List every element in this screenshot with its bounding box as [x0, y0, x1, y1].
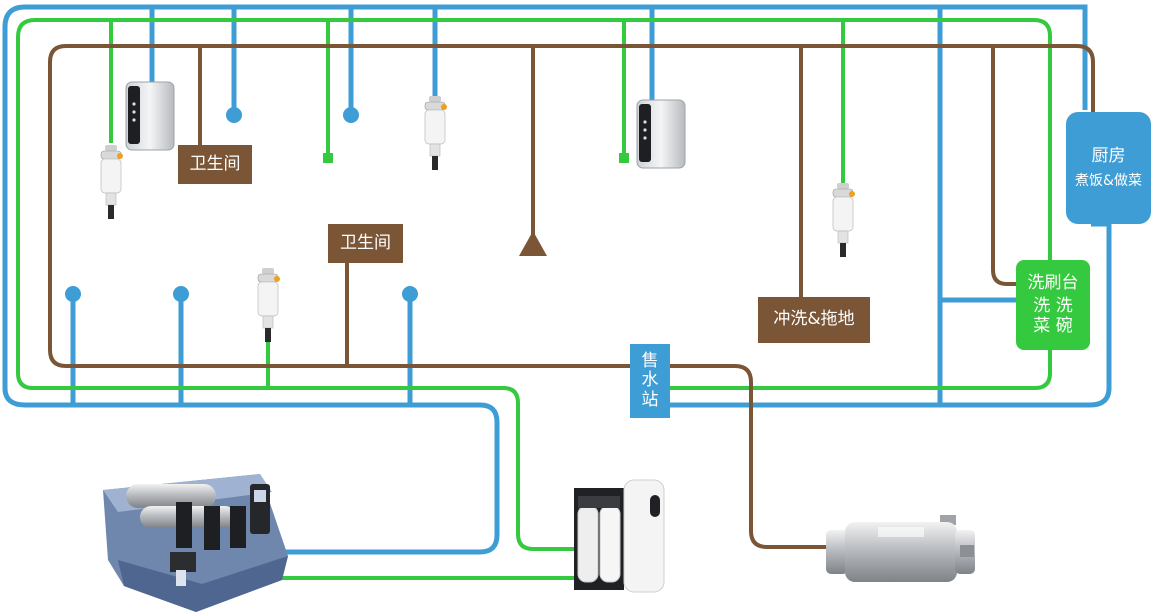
wash-basin-title: 洗刷台	[1027, 272, 1079, 293]
wall-purifier-icon	[636, 99, 686, 169]
kitchen-title: 厨房	[1091, 146, 1126, 167]
bathroom-label-1: 卫生间	[178, 145, 252, 184]
water-station-char: 水	[641, 370, 659, 391]
brown-pipe-network	[48, 44, 1095, 549]
wash-basin-label: 洗刷台 洗 洗 菜 碗	[1016, 260, 1090, 350]
green-pipe-network	[16, 18, 1052, 580]
water-station-label: 售 水 站	[630, 344, 670, 418]
kitchen-subtitle: 煮饭&做菜	[1075, 172, 1142, 189]
water-station-char: 站	[641, 389, 659, 410]
water-station-char: 售	[641, 350, 659, 371]
green-pipe-endpoints	[323, 153, 629, 163]
prefilter-icon	[832, 182, 856, 258]
central-softener-machine-icon	[103, 474, 288, 612]
flush-mop-label: 冲洗&拖地	[758, 297, 870, 343]
stainless-prefilter-tank-icon	[826, 515, 975, 582]
upward-triangle-marker-icon	[519, 231, 547, 256]
bathroom-label-2: 卫生间	[328, 224, 403, 263]
ro-purifier-cabinet-icon	[574, 479, 665, 593]
prefilter-icon	[424, 95, 448, 171]
prefilter-icon	[100, 144, 124, 220]
wash-basin-line3: 菜 碗	[1033, 315, 1073, 336]
blue-pipe-endpoints	[65, 107, 418, 302]
wash-basin-line2: 洗 洗	[1033, 296, 1073, 317]
wall-purifier-icon	[125, 81, 175, 151]
prefilter-icon	[257, 267, 281, 343]
kitchen-label: 厨房 煮饭&做菜	[1066, 112, 1151, 224]
